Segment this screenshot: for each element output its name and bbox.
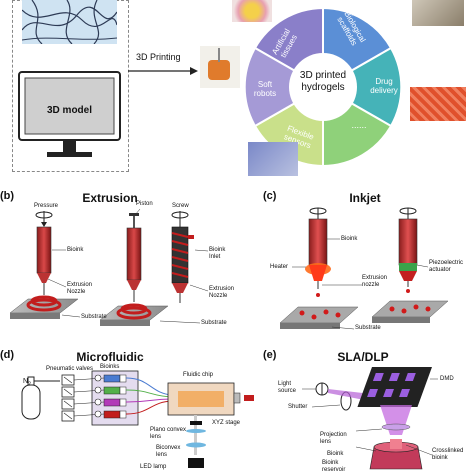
photo-sensor (248, 142, 298, 176)
label-inkjet-substrate: Substrate (355, 325, 381, 331)
label-heater: Heater (270, 264, 289, 270)
inkjet-illustration (279, 207, 449, 330)
label-bioink-inlet: Bioink Inlet (209, 247, 226, 260)
segment-drug-delivery (320, 46, 402, 128)
panel-c-letter: (c) (263, 190, 277, 202)
label-substrate-1: Substrate (81, 314, 107, 320)
panel-b-letter: (b) (0, 190, 15, 202)
label-pressure: Pressure (34, 203, 59, 209)
segment-soft-robots (244, 46, 326, 128)
label-led-lamp: LED lamp (140, 464, 167, 470)
label-extrusion-nozzle-1: Extrusion Nozzle (67, 282, 93, 295)
microfluidic-illustration (21, 370, 254, 468)
label-dmd: DMD (440, 376, 454, 382)
label-pneumatic-valves: Pneumatic valves (46, 366, 94, 372)
label-piezo: Piezoelectric actuator (429, 260, 464, 273)
panel-d-letter: (d) (0, 349, 15, 361)
panel-e-title: SLA/DLP (337, 350, 389, 364)
label-n2-sub: 2 (28, 381, 31, 388)
label-screw: Screw (172, 203, 189, 209)
wheel-center-text: 3D printed hydrogels (299, 70, 347, 93)
label-shutter: Shutter (288, 404, 308, 410)
model-label: 3D model (47, 105, 93, 116)
label-fluidic-chip: Fluidic chip (183, 372, 214, 378)
segment-label-more: ...... (351, 120, 367, 130)
label-crosslinked: Crosslinked bioink (432, 448, 464, 461)
panel-d-title: Microfluidic (76, 350, 144, 364)
sla-dlp-illustration (302, 367, 438, 470)
label-n2-main: N (23, 378, 29, 385)
label-sla-bioink: Bioink (327, 451, 344, 457)
photo-drug-delivery (410, 87, 466, 121)
label-bioink-reservoir: Bioink reservoir (322, 460, 346, 473)
wheel-center-label: 3D printed hydrogels (287, 70, 359, 94)
segment-label-soft-robots: Soft robots (253, 80, 277, 98)
extrusion-illustration (9, 208, 209, 326)
photo-tissue (232, 0, 272, 22)
label-piston: Piston (136, 201, 153, 207)
label-inkjet-bioink: Bioink (341, 236, 358, 242)
label-extrusion-nozzle-2: Extrusion Nozzle (209, 286, 235, 299)
label-substrate-2: Substrate (201, 320, 227, 326)
photo-soft-robot (200, 46, 240, 88)
label-inkjet-nozzle: Extrusion nozzle (362, 275, 388, 288)
label-light-source: Light source (278, 381, 297, 394)
monitor-icon (18, 71, 121, 157)
label-biconvex: Biconvex lens (156, 445, 181, 458)
label-bioinks: Bioinks (100, 364, 120, 370)
printing-arrow (128, 67, 198, 75)
label-plano-convex: Plano convex lens (150, 427, 187, 440)
segment-label-drug-delivery: Drug delivery (370, 77, 398, 95)
label-xyz-stage: XYZ stage (212, 420, 241, 426)
label-bioink: Bioink (67, 247, 84, 253)
panel-e-letter: (e) (263, 349, 277, 361)
label-projection-lens: Projection lens (320, 432, 347, 445)
photo-scaffold (412, 0, 464, 26)
printing-arrow-label: 3D Printing (136, 52, 181, 62)
panel-b-title: Extrusion (82, 191, 138, 205)
hydrogel-network-image (22, 0, 117, 44)
label-n2: N2 (23, 378, 31, 387)
panel-c-title: Inkjet (349, 191, 381, 205)
